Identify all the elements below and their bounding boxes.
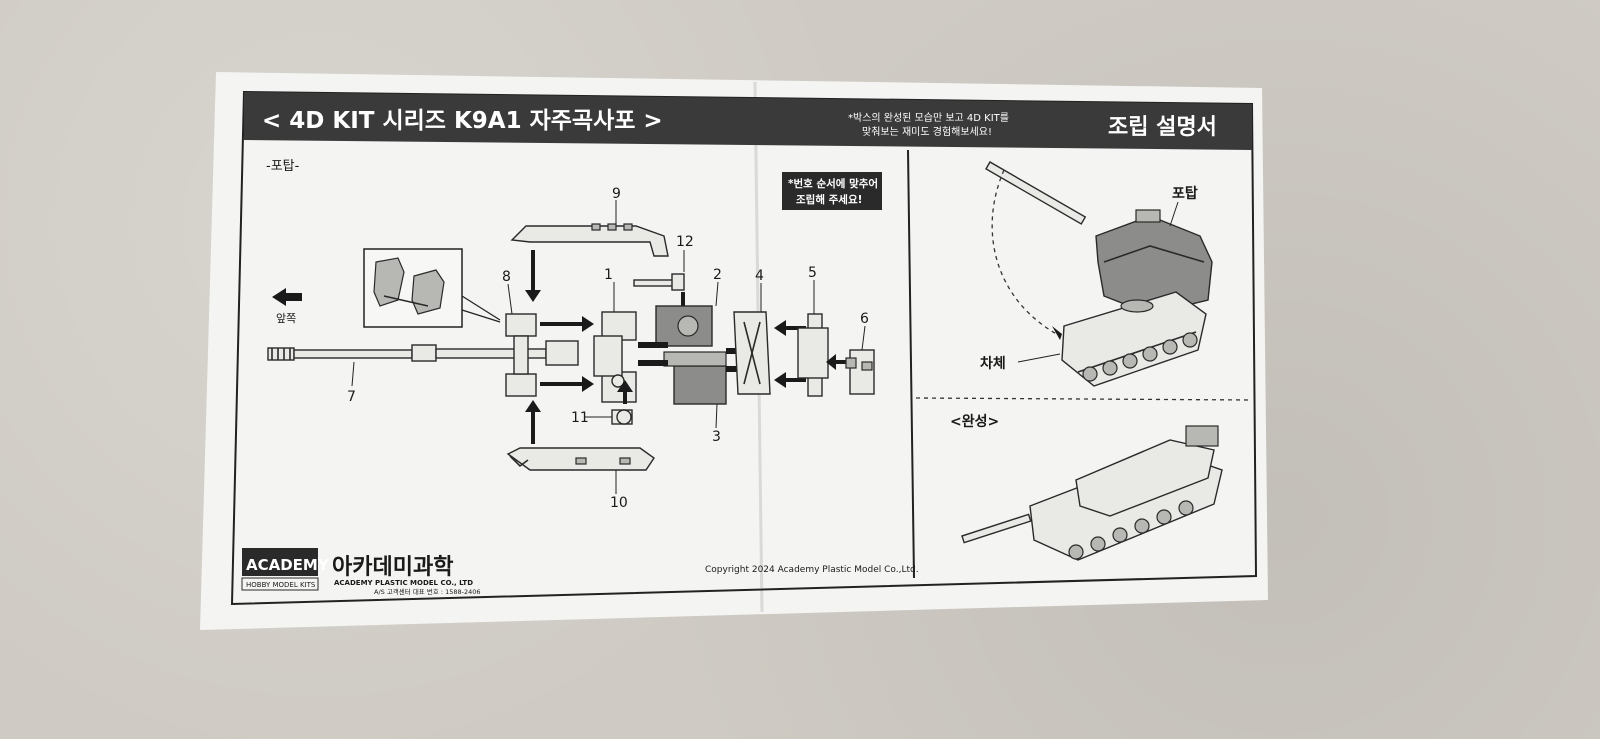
turret-section-label: -포탑- (266, 159, 300, 174)
inset-pointer-line-2 (461, 309, 501, 323)
academy-sub-text: HOBBY MODEL KITS (246, 581, 316, 589)
part-7-leader (351, 361, 355, 387)
hull-illustration (1061, 291, 1207, 387)
turret-lower-block (663, 351, 727, 405)
right-hull-label: 차체 (980, 356, 1006, 372)
header-bar (244, 92, 1252, 150)
company-korean-logo: 아카데미과학 (332, 555, 453, 580)
rear-bracket-part (797, 313, 829, 397)
part-leader-lines (507, 200, 866, 494)
part-number-6: 6 (860, 311, 869, 327)
arrow-up-10 (525, 400, 541, 444)
part-number-7: 7 (347, 389, 356, 405)
turret-exploded-illustration (985, 161, 1213, 315)
right-panel-divider (907, 149, 915, 579)
academy-logo-text: ACADEMY (246, 556, 330, 574)
part-number-9: 9 (612, 186, 621, 202)
right-complete-label: <완성> (950, 414, 999, 430)
header-note-line2: 맞춰보는 재미도 경험해보세요! (862, 125, 992, 138)
header-note-line1: *박스의 완성된 모습만 보고 4D KIT를 (848, 112, 1009, 124)
arrow-down-9 (525, 250, 541, 302)
part-number-11: 11 (571, 410, 589, 426)
order-note-box (782, 172, 882, 210)
gun-barrel-part (267, 340, 579, 366)
completed-vehicle-illustration (961, 425, 1223, 561)
turret-core-part (593, 311, 637, 403)
header-right-title: 조립 설명서 (1108, 115, 1217, 140)
connector-bars (638, 342, 740, 372)
arrow-right-lower (540, 376, 594, 392)
turret-label-leader (1169, 201, 1179, 227)
rear-panel-part (733, 311, 771, 395)
rear-box-part (845, 349, 875, 395)
front-label: 앞쪽 (276, 312, 296, 325)
company-english-name: ACADEMY PLASTIC MODEL CO., LTD (334, 579, 473, 587)
part-number-5: 5 (808, 265, 817, 281)
header-title: < 4D KIT 시리즈 K9A1 자주곡사포 > (262, 108, 663, 134)
arrow-left-upper (774, 320, 806, 336)
turret-upper-block (655, 305, 713, 347)
academy-logo-box (242, 548, 318, 576)
academy-sub-box (241, 577, 319, 591)
assembly-path-arrowhead (1052, 326, 1062, 340)
round-cap-part (611, 409, 633, 425)
part-number-8: 8 (502, 269, 511, 285)
part-number-10: 10 (610, 495, 628, 511)
part-number-12: 12 (676, 234, 694, 250)
part-number-4: 4 (755, 268, 764, 284)
small-post-part (633, 273, 685, 291)
support-number: A/S 고객센터 대표 번호 : 1588-2406 (374, 587, 481, 596)
detail-inset-parts (373, 257, 445, 315)
side-mount-part (505, 313, 537, 397)
order-note-line2: 조립해 주세요! (796, 193, 862, 206)
hull-label-leader (1017, 353, 1061, 363)
right-panel-dashed-separator (915, 397, 1253, 401)
part-number-2: 2 (713, 267, 722, 283)
arrow-up-11 (617, 380, 633, 404)
arrow-right-upper (540, 316, 594, 332)
front-direction-arrow (272, 288, 302, 306)
top-rail-part (510, 223, 669, 257)
arrow-left-6 (826, 354, 848, 370)
part-number-1: 1 (604, 267, 613, 283)
bottom-rail-part (506, 447, 655, 471)
right-turret-label: 포탑 (1172, 186, 1198, 202)
order-note-line1: *번호 순서에 맞추어 (788, 177, 878, 190)
inset-pointer-line (461, 295, 501, 321)
copyright-text: Copyright 2024 Academy Plastic Model Co.… (705, 565, 919, 575)
arrow-left-lower (774, 372, 806, 388)
part-number-3: 3 (712, 429, 721, 445)
